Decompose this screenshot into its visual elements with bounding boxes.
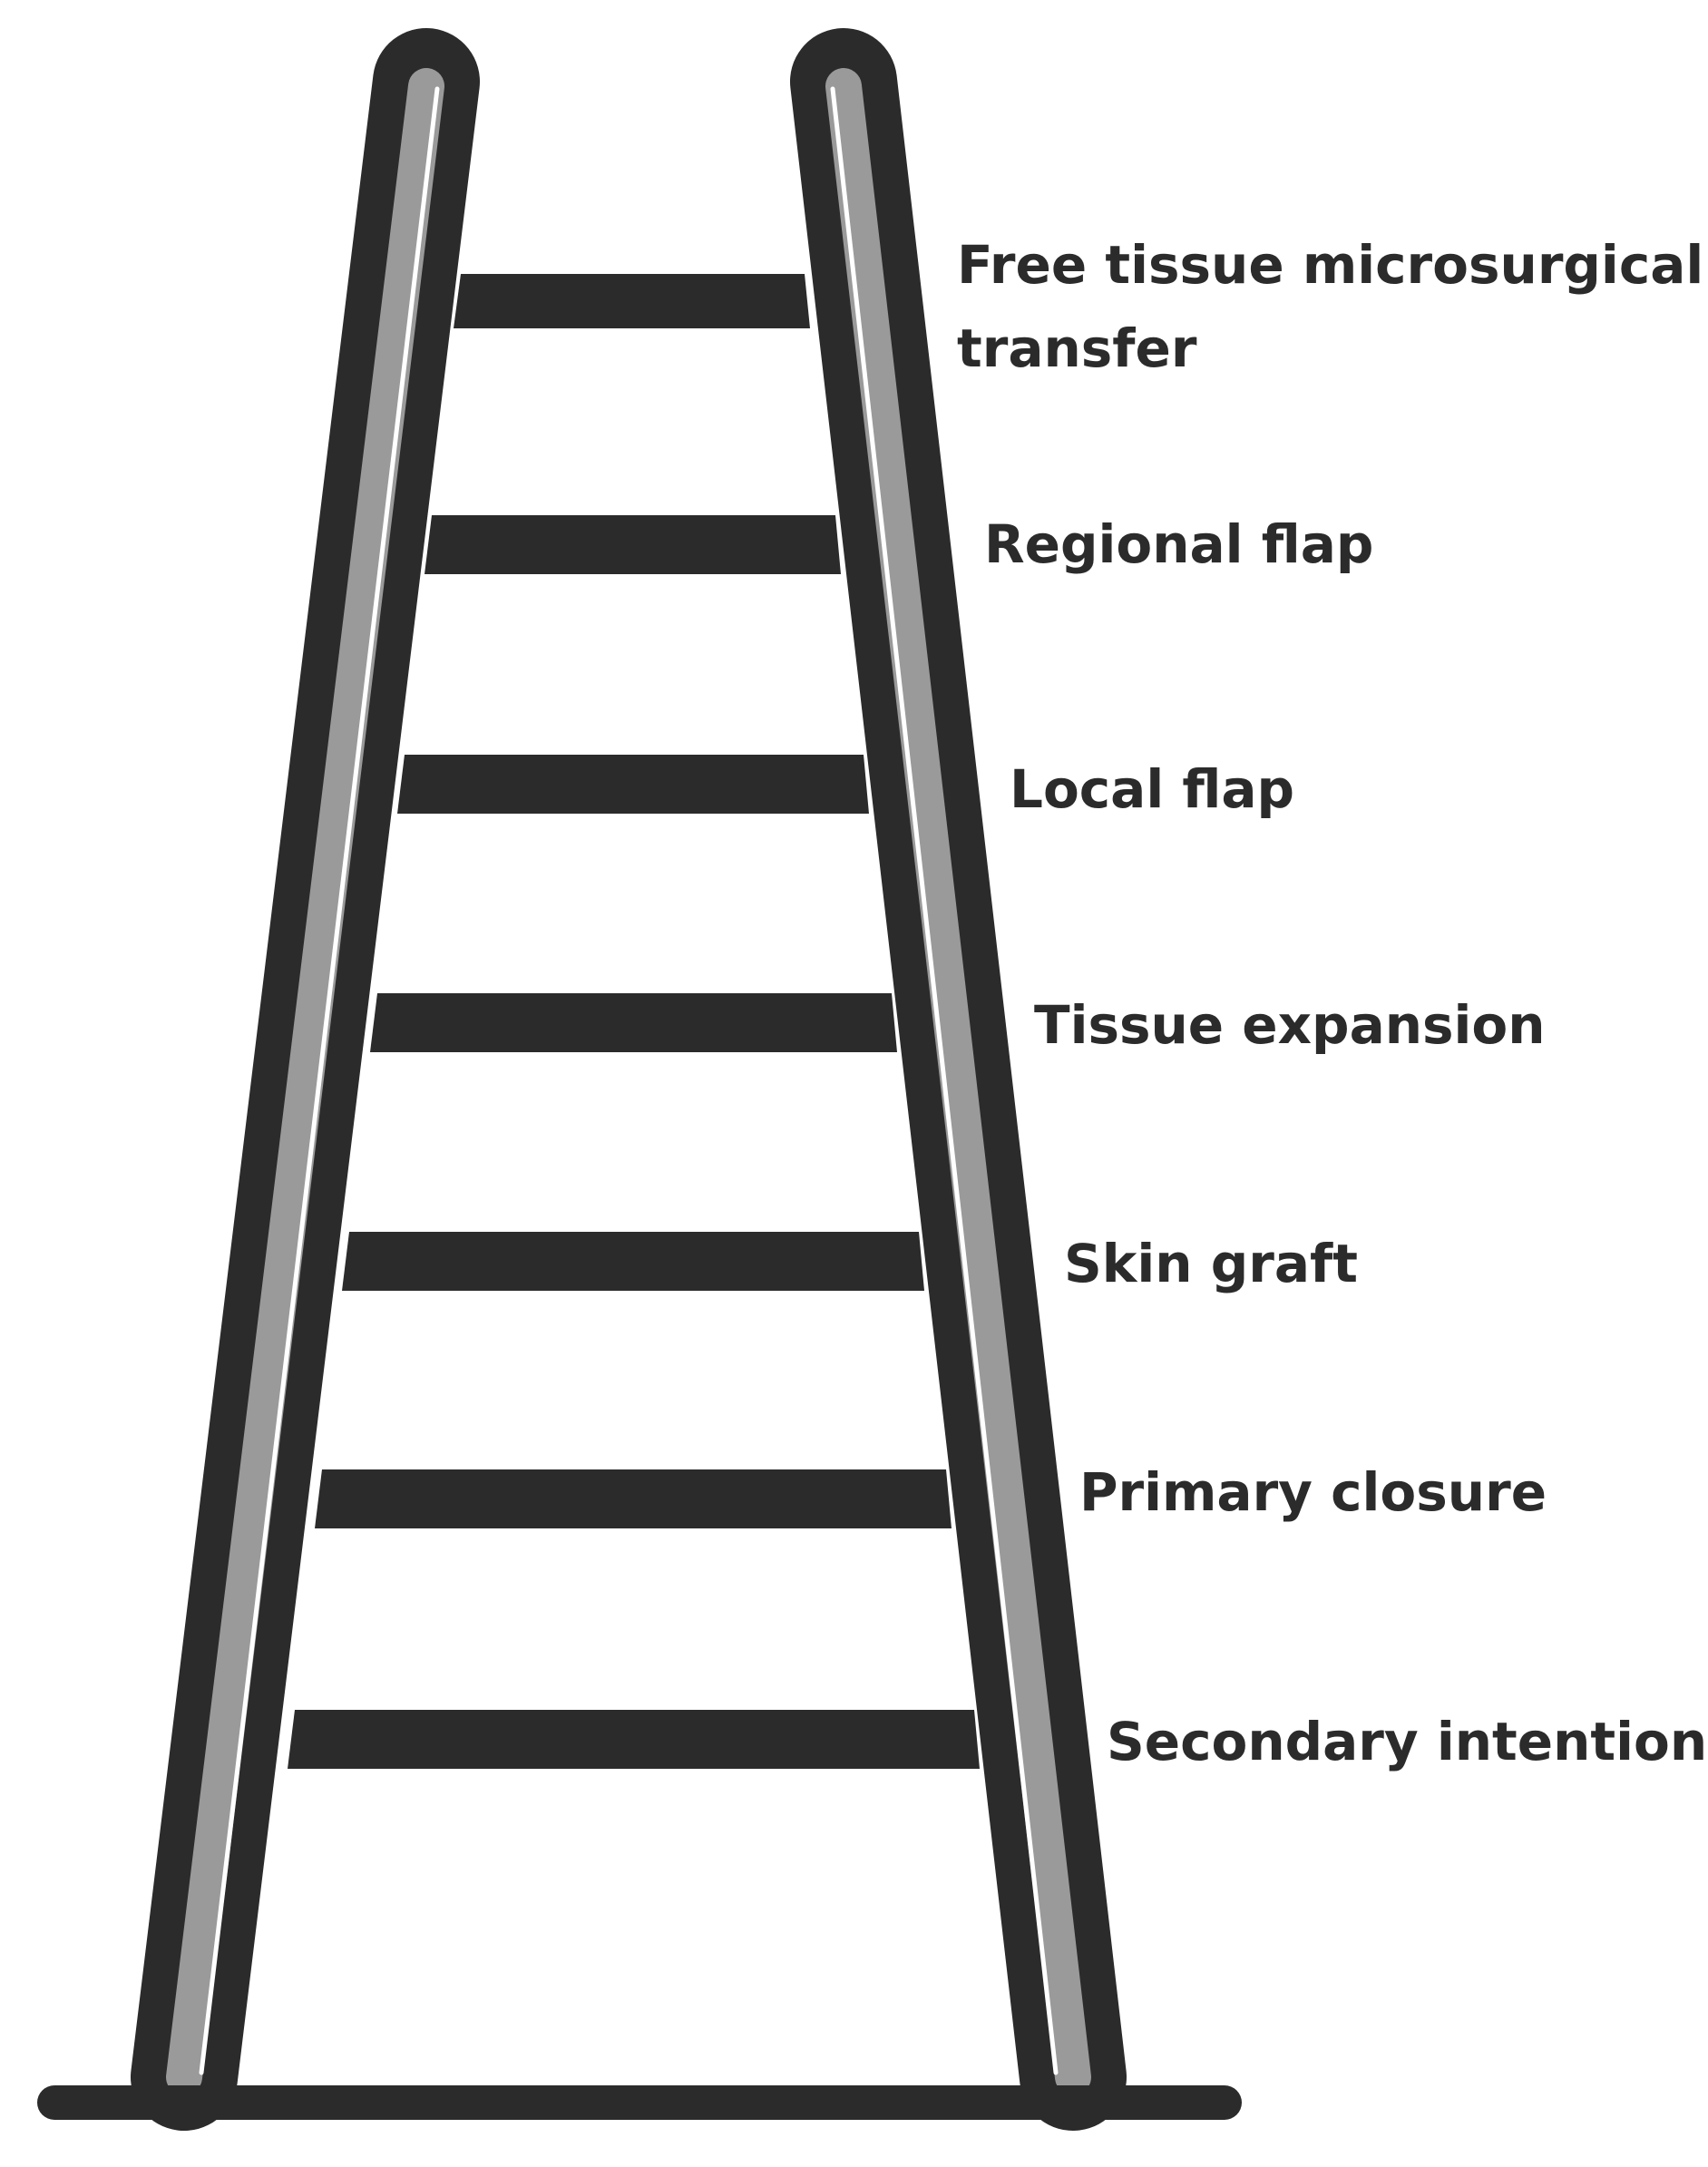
rung-1 [454,274,810,328]
label-free-tissue-transfer-line-2: transfer [957,317,1197,379]
right-rail [790,28,1127,2131]
rung-3 [397,755,869,814]
label-primary-closure: Primary closure [1079,1461,1547,1523]
label-free-tissue-transfer: Free tissue microsurgical transfer [957,234,1708,379]
rungs [288,274,980,1769]
rung-labels: Free tissue microsurgical transfer Regio… [957,234,1708,1772]
rung-4 [370,993,897,1052]
label-local-flap: Local flap [1010,758,1294,820]
label-regional-flap: Regional flap [984,513,1373,575]
label-tissue-expansion: Tissue expansion [1034,994,1546,1056]
left-rail [131,28,480,2131]
label-secondary-intention: Secondary intention [1107,1711,1707,1772]
rung-7 [288,1710,980,1769]
label-free-tissue-transfer-line-1: Free tissue microsurgical [957,234,1703,296]
rung-6 [315,1469,952,1528]
label-skin-graft: Skin graft [1064,1233,1358,1294]
rung-2 [425,515,841,574]
rung-5 [342,1232,924,1291]
